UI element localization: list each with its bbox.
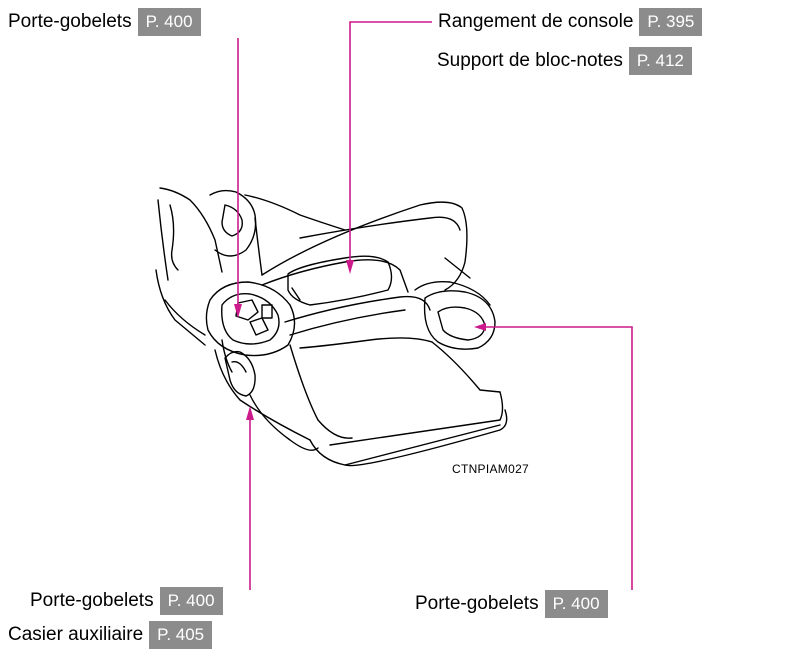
page-badge[interactable]: P. 400 [159, 587, 223, 615]
label-text: Rangement de console [438, 11, 634, 32]
page-badge[interactable]: P. 412 [628, 47, 692, 75]
page-badge[interactable]: P. 405 [149, 621, 213, 649]
label-text: Porte-gobelets [415, 593, 539, 614]
label-notepad-holder[interactable]: Support de bloc-notes P. 412 [437, 46, 692, 76]
label-text: Support de bloc-notes [437, 50, 623, 71]
figure-code: CTNPIAM027 [452, 462, 530, 476]
label-text: Casier auxiliaire [8, 624, 144, 645]
label-cup-holder-bottom-left[interactable]: Porte-gobelets P. 400 [30, 586, 223, 616]
page-badge[interactable]: P. 395 [639, 8, 703, 36]
label-text: Porte-gobelets [8, 11, 132, 32]
label-cup-holder-bottom-right[interactable]: Porte-gobelets P. 400 [415, 589, 608, 619]
label-cup-holder-top[interactable]: Porte-gobelets P. 400 [8, 7, 201, 37]
page-badge[interactable]: P. 400 [137, 8, 201, 36]
page-badge[interactable]: P. 400 [544, 590, 608, 618]
label-text: Porte-gobelets [30, 590, 154, 611]
label-console-storage[interactable]: Rangement de console P. 395 [438, 7, 703, 37]
label-auxiliary-box[interactable]: Casier auxiliaire P. 405 [8, 620, 213, 650]
